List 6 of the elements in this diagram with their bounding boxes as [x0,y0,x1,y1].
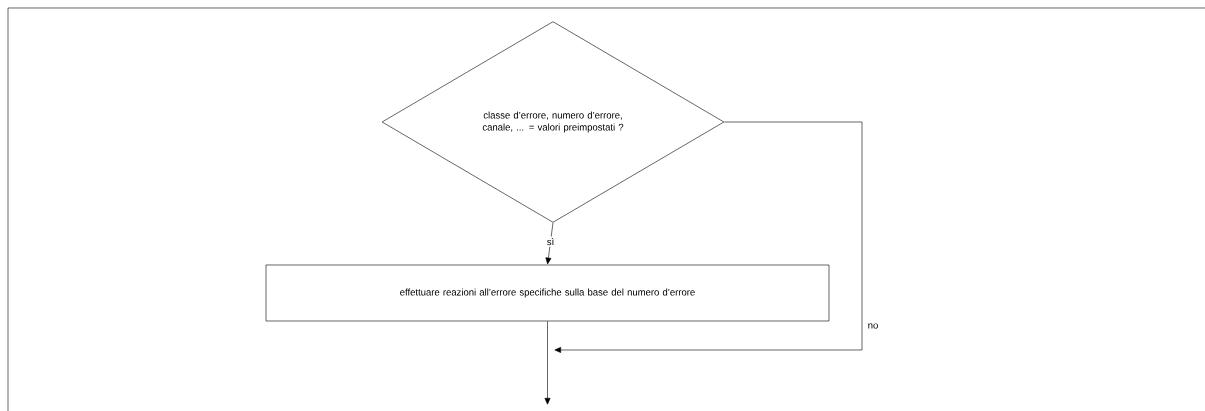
arrow [545,222,554,265]
arrow [554,121,863,353]
edge-label: no [866,321,880,331]
edge-label: sì [545,236,556,247]
process-box: effettuare reazioni all’errore specifiche sulla base del numero d’errore [265,264,830,322]
arrow [544,321,551,405]
